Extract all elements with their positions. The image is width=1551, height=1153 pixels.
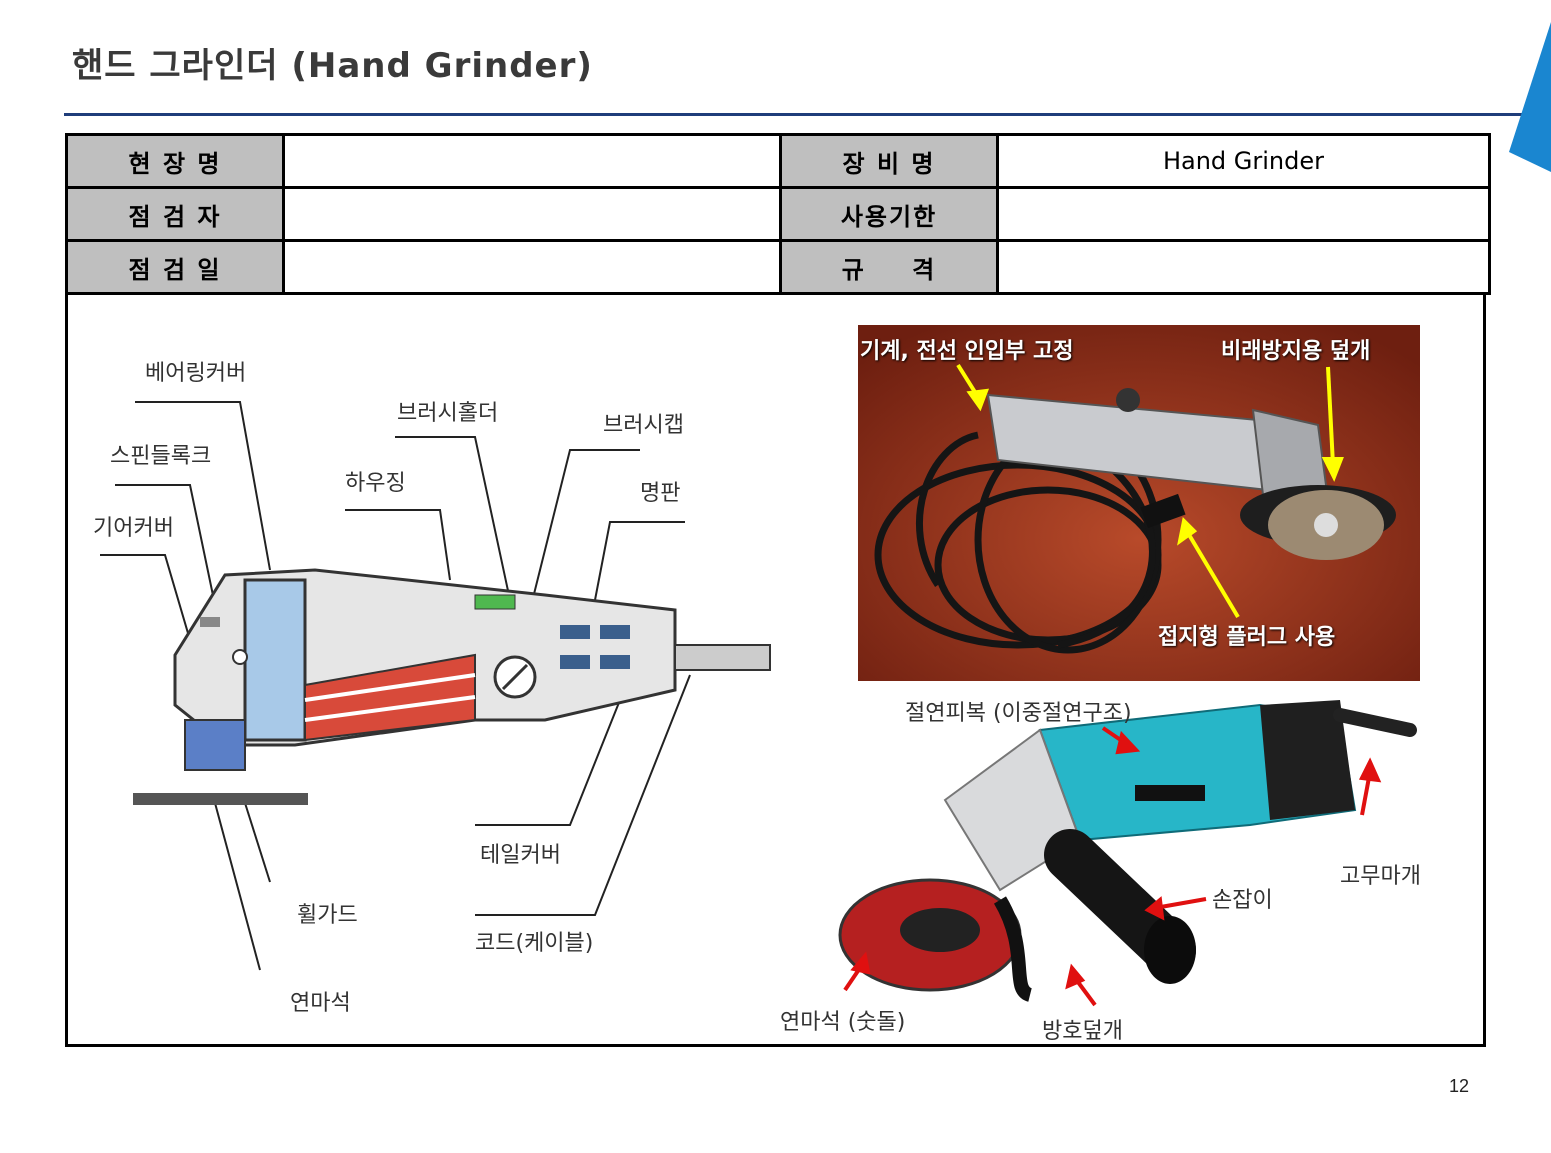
makita-grinder-illustration [838,700,1417,1007]
label-guard: 방호덮개 [1042,1019,1123,1044]
label-wheel: 연마석 (숫돌) [780,1010,906,1035]
label-bearing-cover: 베어링커버 [145,361,247,386]
label-anti-scatter-cover: 비래방지용 덮개 [1221,339,1371,364]
grinder-photo-illustration [858,325,1420,681]
table-row: 점 검 자 사용기한 [65,186,1491,242]
grinder-diagram-illustration [100,401,771,971]
site-value[interactable] [282,133,782,189]
expiry-label: 사용기한 [779,186,999,242]
label-insulation: 절연피복 (이중절연구조) [905,701,1132,726]
equipment-label: 장 비 명 [779,133,999,189]
inspector-value[interactable] [282,186,782,242]
label-brush-holder: 브러시홀더 [397,401,499,426]
label-wheel-guard: 휠가드 [297,903,358,928]
title-divider [64,113,1524,116]
spec-label: 규 격 [779,239,999,295]
info-table: 현 장 명 장 비 명 Hand Grinder 점 검 자 사용기한 점 검 … [65,133,1491,295]
grinder-photo-makita: 절연피복 (이중절연구조) 고무마개 손잡이 연마석 (숫돌) 방호덮개 [780,690,1480,1044]
label-grinding-wheel: 연마석 [290,991,351,1016]
table-row: 현 장 명 장 비 명 Hand Grinder [65,133,1491,189]
expiry-value[interactable] [996,186,1491,242]
date-value[interactable] [282,239,782,295]
grinder-photo-cable: 기계, 전선 인입부 고정 비래방지용 덮개 접지형 플러그 사용 [858,325,1420,681]
equipment-value[interactable]: Hand Grinder [996,133,1491,189]
date-label: 점 검 일 [65,239,285,295]
label-grounded-plug: 접지형 플러그 사용 [1158,625,1336,650]
grinder-diagram: 베어링커버 스핀들록크 기어커버 브러시홀더 브러시캡 하우징 명판 테일커버 … [75,325,775,1040]
label-rubber-cap: 고무마개 [1340,864,1421,889]
inspector-label: 점 검 자 [65,186,285,242]
label-tail-cover: 테일커버 [480,843,561,868]
spec-value[interactable] [996,239,1491,295]
page-title: 핸드 그라인더 (Hand Grinder) [72,46,593,86]
page-number: 12 [1449,1076,1470,1096]
label-spindle-lock: 스핀들록크 [110,444,212,469]
label-handle: 손잡이 [1212,888,1273,913]
corner-accent-triangle [1509,22,1551,172]
table-row: 점 검 일 규 격 [65,239,1491,295]
label-gear-cover: 기어커버 [93,516,174,541]
label-cable-fixing: 기계, 전선 인입부 고정 [860,339,1074,364]
label-cord: 코드(케이블) [475,931,594,956]
label-nameplate: 명판 [640,481,681,506]
label-brush-cap: 브러시캡 [603,413,684,438]
label-housing: 하우징 [345,471,406,496]
site-label: 현 장 명 [65,133,285,189]
